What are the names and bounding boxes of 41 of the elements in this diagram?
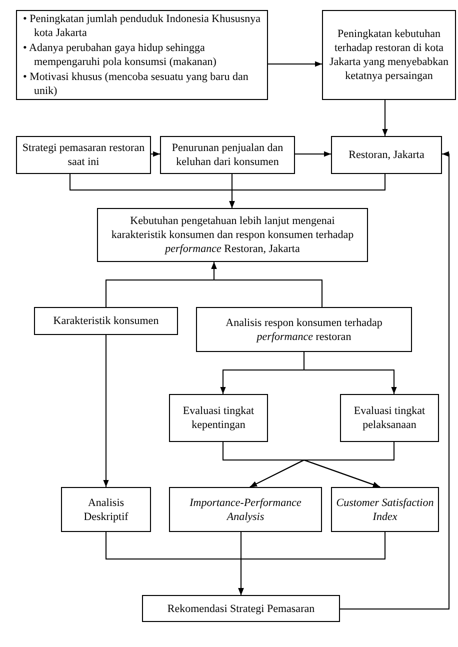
box-text: Peningkatan kebutuhan terhadap restoran di kota Jakarta yang menyebabkan ketatnya persaingan xyxy=(328,27,450,83)
process-box xyxy=(16,136,151,174)
box-text: Restoran, Jakarta xyxy=(348,148,424,162)
box-text: Importance-Performance Analysis xyxy=(188,496,302,524)
bullet-item: • Adanya perubahan gaya hidup sehingga mempengaruhi pola konsumsi (makanan) xyxy=(23,40,218,68)
process-box xyxy=(169,394,268,442)
process-box xyxy=(97,208,368,262)
box-text: Karakteristik konsumen xyxy=(53,314,159,328)
box-text: Analisis Deskriptif xyxy=(82,496,130,524)
process-box xyxy=(169,487,322,532)
box-text: Penurunan penjualan dan keluhan dari konsumen xyxy=(170,141,284,169)
arrow xyxy=(238,532,386,596)
box-text: Analisis respon konsumen terhadap performance restoran xyxy=(224,316,384,344)
process-box xyxy=(61,487,151,532)
bullet-item: • Motivasi khusus (mencoba sesuatu yang baru dan unik) xyxy=(23,70,250,98)
box-text: Kebutuhan pengetahuan lebih lanjut mengenai karakteristik konsumen dan respon konsumen terhadap performance Restoran, Jakarta xyxy=(110,214,355,256)
process-box xyxy=(16,10,268,100)
process-box xyxy=(196,307,412,352)
box-text: Evaluasi tingkat kepentingan xyxy=(182,404,256,432)
arrow xyxy=(229,174,386,208)
process-box xyxy=(34,307,178,335)
arrow xyxy=(103,334,109,488)
process-box xyxy=(142,595,340,622)
process-box xyxy=(331,487,439,532)
box-text: Evaluasi tingkat pelaksanaan xyxy=(352,404,426,432)
process-box xyxy=(160,136,295,174)
process-box xyxy=(331,136,442,174)
box-text: Strategi pemasaran restoran saat ini xyxy=(21,141,146,169)
arrow xyxy=(304,442,394,488)
process-box xyxy=(340,394,439,442)
arrow xyxy=(150,151,160,157)
process-box xyxy=(322,10,456,100)
arrow xyxy=(211,262,322,308)
arrow xyxy=(294,151,332,157)
arrow xyxy=(382,100,388,136)
box-text: Rekomendasi Strategi Pemasaran xyxy=(167,602,315,616)
arrow xyxy=(340,151,450,610)
box-text: Customer Satisfaction Index xyxy=(336,496,434,524)
arrow xyxy=(268,61,322,67)
bullet-item: • Peningkatan jumlah penduduk Indonesia Khususnya kota Jakarta xyxy=(23,12,262,40)
arrow xyxy=(304,352,397,394)
